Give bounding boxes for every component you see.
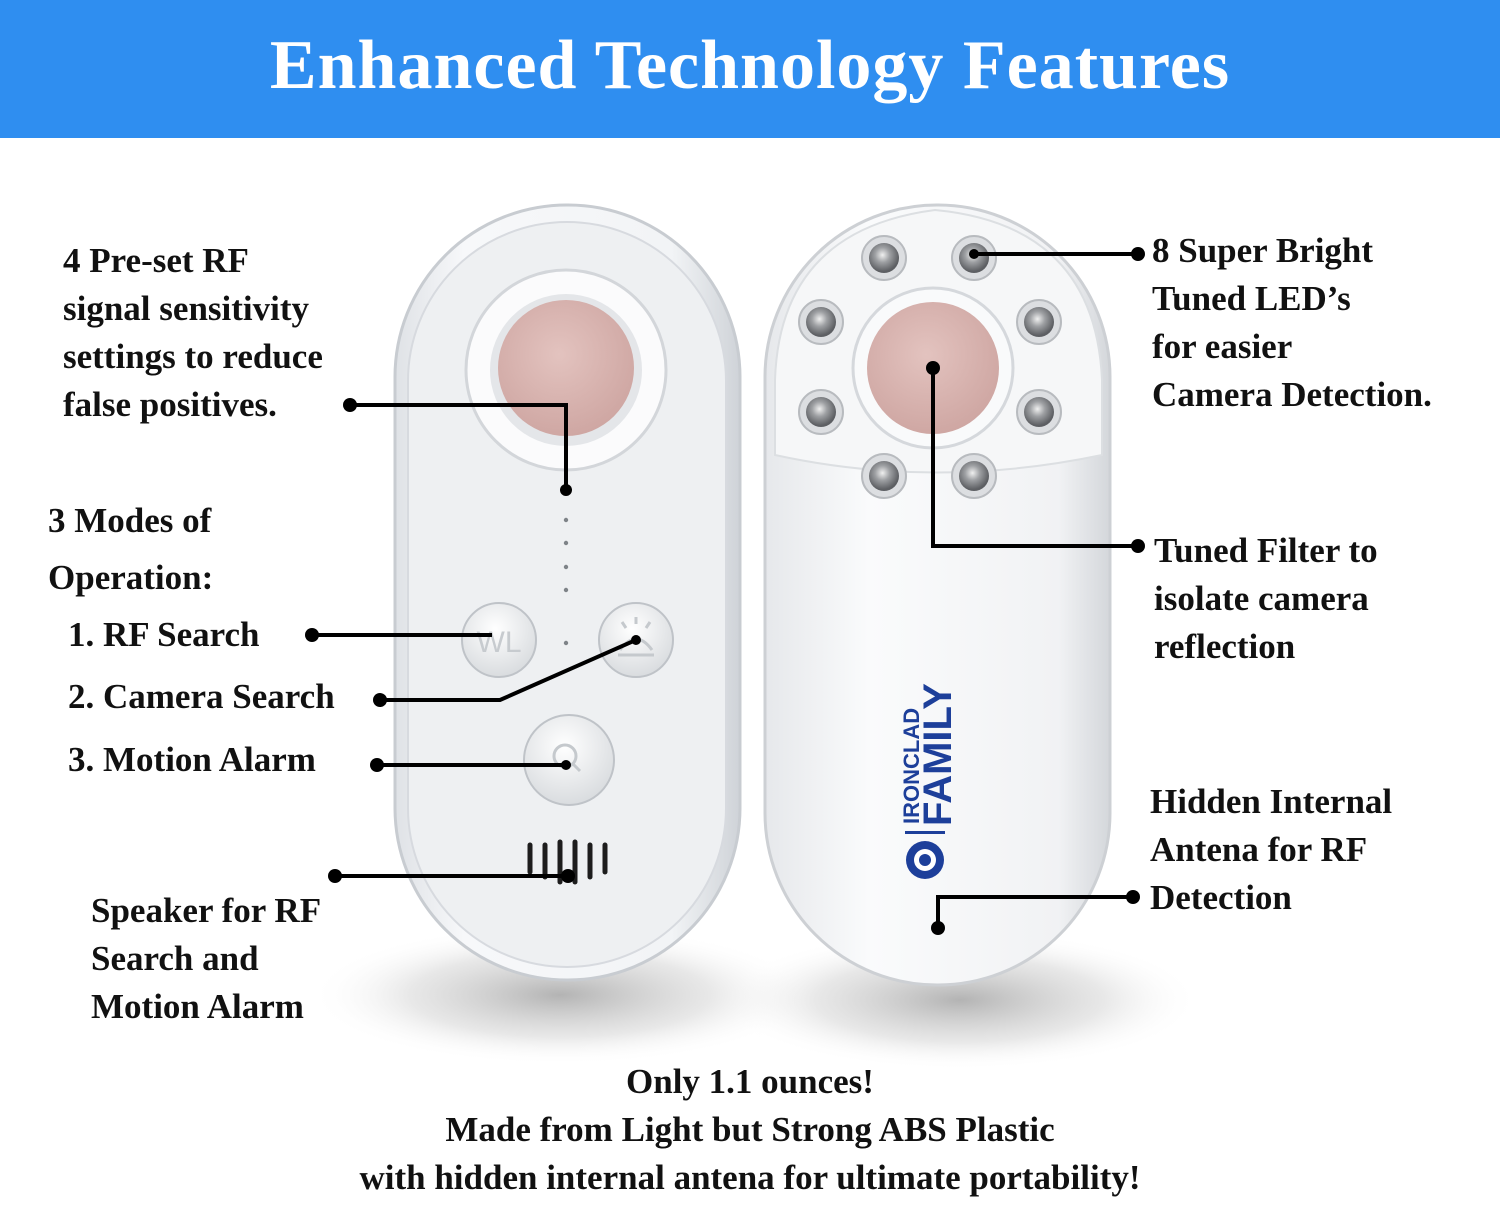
brand-logo: IRONCLAD FAMILY — [899, 683, 960, 879]
motion-alarm-button[interactable] — [523, 714, 615, 806]
mode-rf-search-label: 1. RF Search — [68, 615, 260, 654]
callout-dots — [305, 247, 1145, 935]
wl-button-label: WL — [477, 626, 522, 659]
device-back: IRONCLAD FAMILY — [763, 203, 1112, 987]
footer-text: Only 1.1 ounces! Made from Light but Str… — [0, 1058, 1500, 1202]
antenna-label: Hidden Internal Antena for RF Detection — [1150, 782, 1393, 917]
lens-front — [498, 300, 634, 436]
led-icon — [798, 389, 844, 435]
footer-line-material: Made from Light but Strong ABS Plastic — [445, 1110, 1055, 1149]
led-icon — [951, 453, 997, 499]
modes-title-label: 3 Modes of Operation: — [48, 501, 214, 597]
rf-presets-label: 4 Pre-set RF signal sensitivity settings… — [63, 241, 323, 424]
speaker-label: Speaker for RF Search and Motion Alarm — [91, 891, 322, 1026]
led-icon — [1016, 299, 1062, 345]
footer-line-weight: Only 1.1 ounces! — [626, 1062, 874, 1101]
led-ring — [798, 235, 1062, 499]
device-front: WL — [393, 203, 742, 982]
shadow-left — [310, 925, 810, 1065]
brand-bottom: FAMILY — [916, 683, 960, 826]
led-icon — [798, 299, 844, 345]
rf-search-button[interactable] — [461, 602, 537, 678]
shadow-right — [720, 930, 1200, 1070]
page-title: Enhanced Technology Features — [269, 27, 1231, 104]
mode-motion-alarm-label: 3. Motion Alarm — [68, 740, 316, 779]
brand-top: IRONCLAD — [899, 708, 924, 824]
mode-camera-search-label: 2. Camera Search — [68, 677, 335, 716]
led-icon — [1016, 389, 1062, 435]
header-banner: Enhanced Technology Features — [0, 0, 1500, 138]
footer-line-portability: with hidden internal antena for ultimate… — [359, 1158, 1141, 1197]
callout-lines — [312, 252, 1138, 928]
leds-label: 8 Super Bright Tuned LED’s for easier Ca… — [1152, 231, 1432, 414]
filter-label: Tuned Filter to isolate camera reflectio… — [1154, 531, 1378, 666]
led-icon — [861, 453, 907, 499]
led-icon — [861, 235, 907, 281]
